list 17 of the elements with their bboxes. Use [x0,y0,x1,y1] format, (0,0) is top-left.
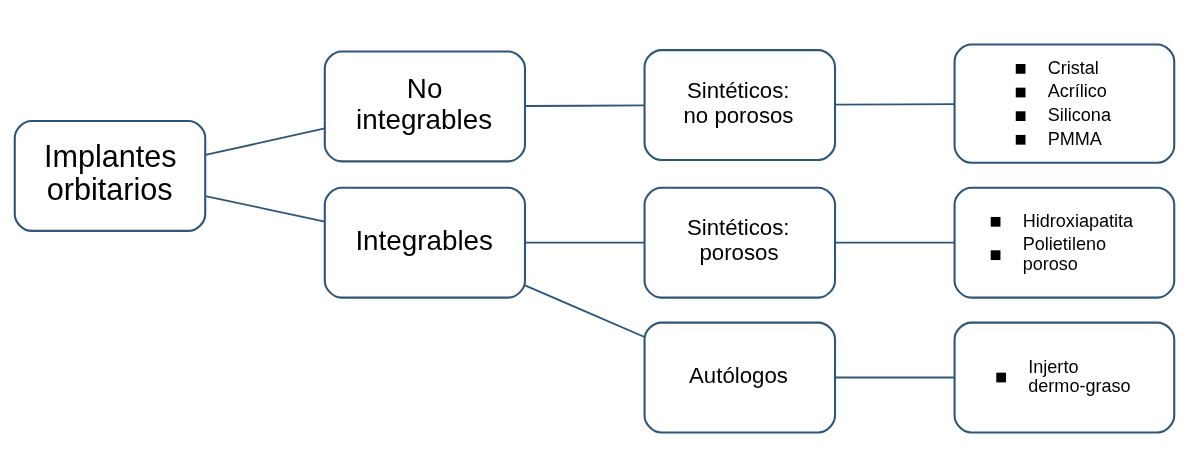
connector [204,194,326,222]
node-box: Sintéticos: porosos [643,186,837,299]
connector [524,283,646,338]
connector [834,241,956,244]
connector [524,241,646,244]
connector [524,104,646,107]
node-box: Cristal Acrílico Silicona PMMA [953,43,1176,164]
node-box: Integrables [323,186,527,299]
node-box: Injerto dermo-graso [953,321,1176,433]
connector [204,127,326,156]
node-box: No integrables [323,49,527,162]
node-box: Hidroxiapatita Polietileno poroso [953,186,1176,299]
connector [834,376,956,378]
node-box: Sintéticos: no porosos [643,48,837,161]
node-box: Implantes orbitarios [13,119,207,232]
connector [834,102,956,106]
node-box: Autólogos [643,321,837,433]
